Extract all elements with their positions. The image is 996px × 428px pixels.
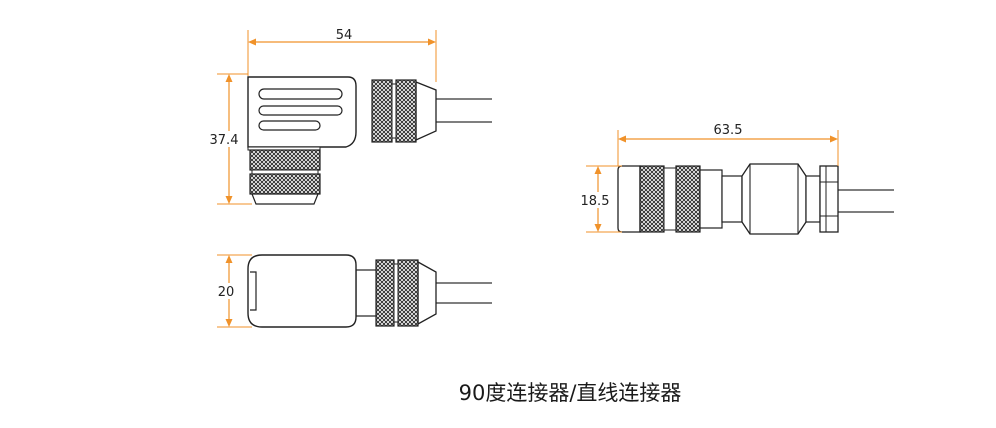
dimension-54 (247, 30, 437, 82)
dimension-63-5 (617, 130, 839, 166)
dimension-label-height: 37.4 (210, 133, 239, 148)
dimension-37-4 (217, 73, 252, 205)
figure-caption: 90度连接器/直线连接器 (458, 381, 682, 405)
dimension-label-bg (578, 192, 612, 208)
dimension-label-diameter: 18.5 (581, 194, 610, 209)
angled-connector-side-view (247, 254, 492, 328)
dimension-label-bg (212, 283, 236, 299)
straight-connector (617, 163, 894, 235)
angled-connector-top-view (247, 76, 492, 205)
dimension-label-side-height: 20 (218, 285, 235, 300)
dimension-label-width: 54 (336, 28, 353, 43)
dimension-20 (217, 254, 252, 328)
dimension-label-length: 63.5 (714, 123, 743, 138)
dimension-label-bg (206, 131, 240, 147)
